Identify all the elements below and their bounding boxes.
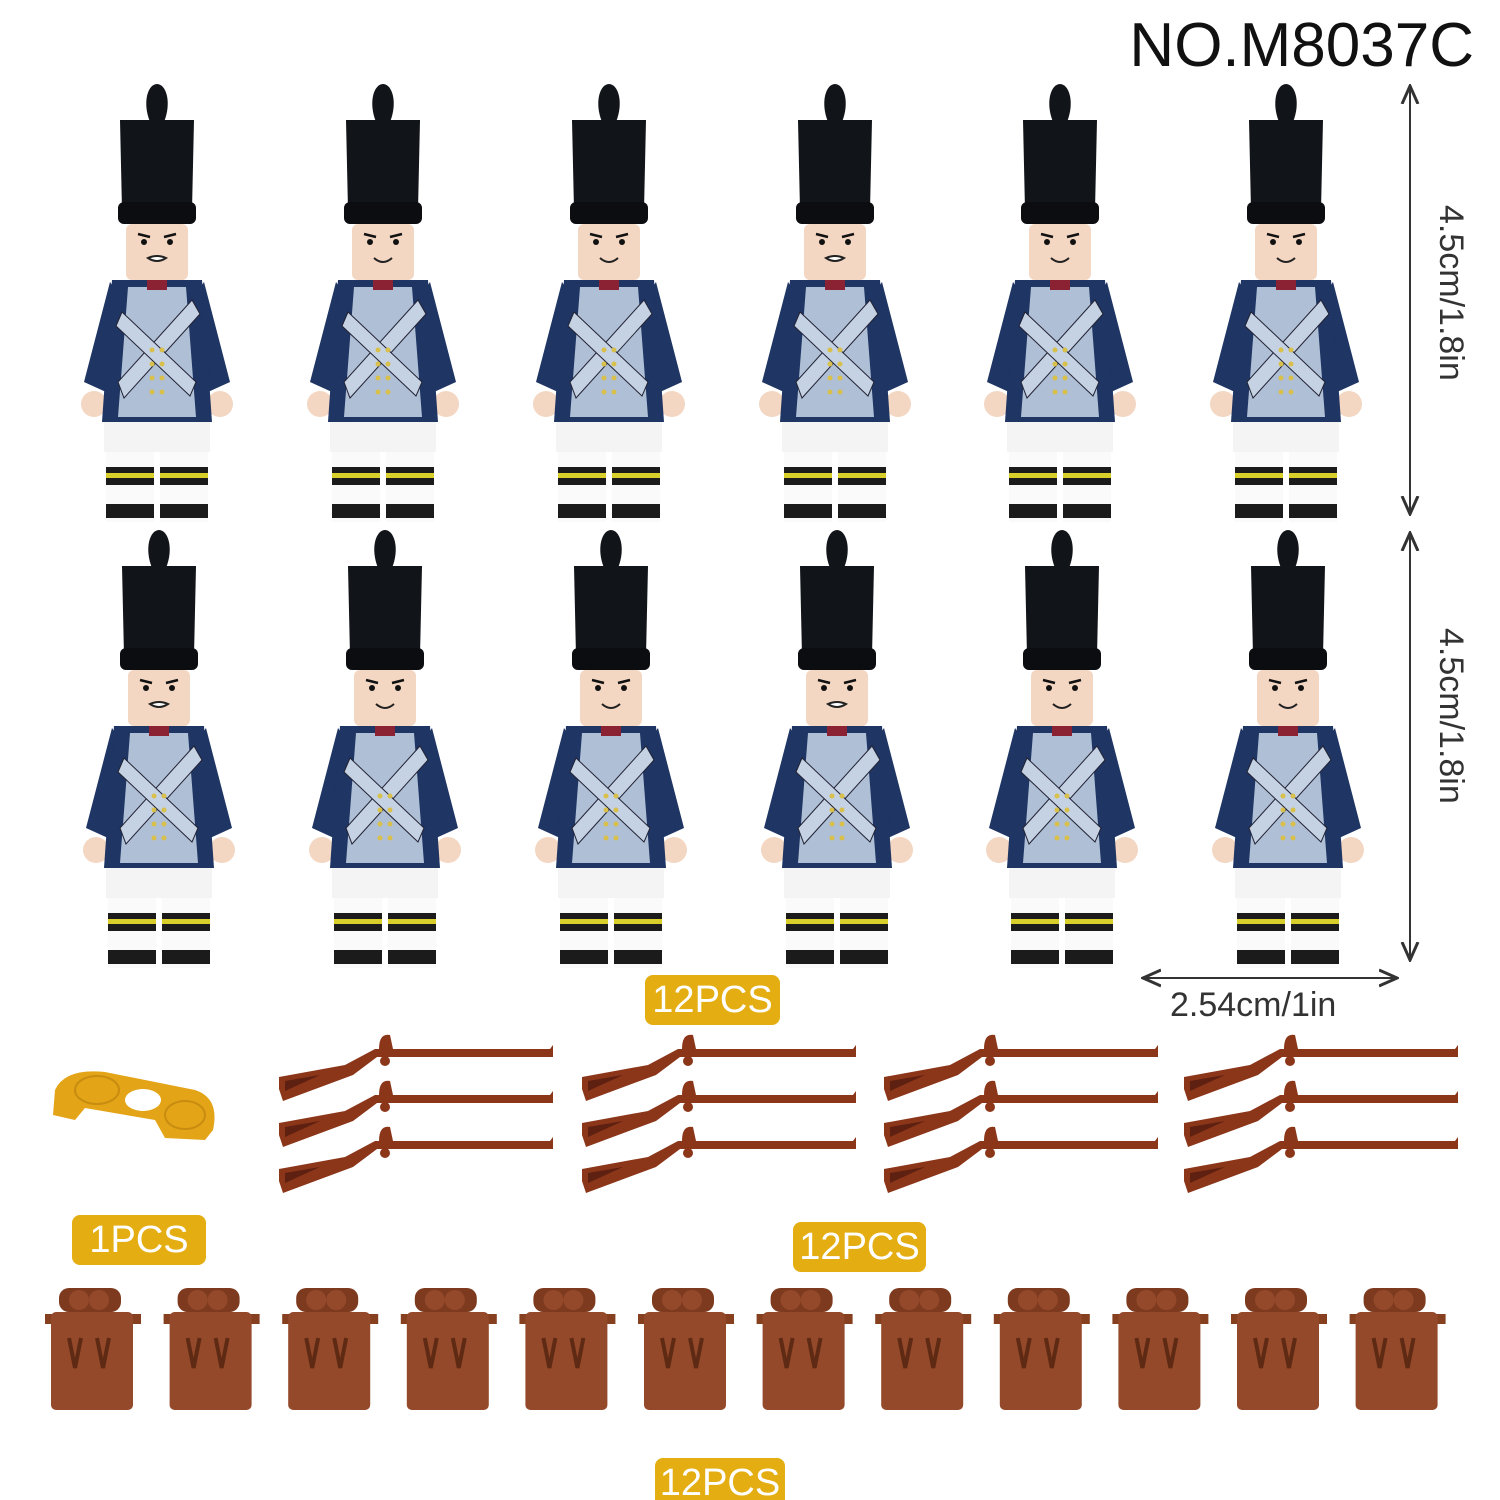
musket: [279, 1034, 553, 1101]
musket: [884, 1080, 1158, 1147]
musket: [1184, 1034, 1458, 1101]
musket: [582, 1126, 856, 1193]
musket: [279, 1080, 553, 1147]
minifigure: [1210, 84, 1362, 522]
backpack: [45, 1288, 141, 1410]
minifigure: [1212, 530, 1364, 968]
backpack: [1349, 1288, 1446, 1410]
backpack: [282, 1288, 379, 1410]
musket: [1184, 1126, 1458, 1193]
minifigure: [309, 530, 461, 968]
backpack: [1112, 1288, 1209, 1410]
minifigure: [984, 84, 1136, 522]
muskets-qty-badge: 12PCS: [793, 1222, 926, 1272]
backpack: [638, 1288, 734, 1410]
backpack: [756, 1288, 853, 1410]
backpack: [993, 1288, 1090, 1410]
backpacks-qty-badge: 12PCS: [655, 1458, 785, 1500]
backpack: [163, 1288, 260, 1410]
musket: [582, 1080, 856, 1147]
base-plate-qty-badge: 1PCS: [72, 1215, 206, 1265]
minifigure: [986, 530, 1138, 968]
minifigure: [81, 84, 233, 522]
minifigures-qty-badge: 12PCS: [645, 975, 780, 1025]
minifigure: [759, 84, 911, 522]
gold-base-plate: [53, 1071, 215, 1140]
musket: [582, 1034, 856, 1101]
musket: [1184, 1080, 1458, 1147]
backpack: [519, 1288, 616, 1410]
height-label-row2: 4.5cm/1.8in: [1432, 628, 1470, 804]
product-code: NO.M8037C: [1129, 11, 1474, 80]
backpack: [1231, 1288, 1327, 1410]
minifigure: [307, 84, 459, 522]
musket: [279, 1126, 553, 1193]
backpack: [875, 1288, 972, 1410]
width-label: 2.54cm/1in: [1170, 986, 1337, 1024]
height-label-row1: 4.5cm/1.8in: [1432, 205, 1470, 381]
backpack: [400, 1288, 497, 1410]
minifigure: [533, 84, 685, 522]
musket: [884, 1126, 1158, 1193]
minifigure: [83, 530, 235, 968]
minifigure: [761, 530, 913, 968]
musket: [884, 1034, 1158, 1101]
minifigure: [535, 530, 687, 968]
